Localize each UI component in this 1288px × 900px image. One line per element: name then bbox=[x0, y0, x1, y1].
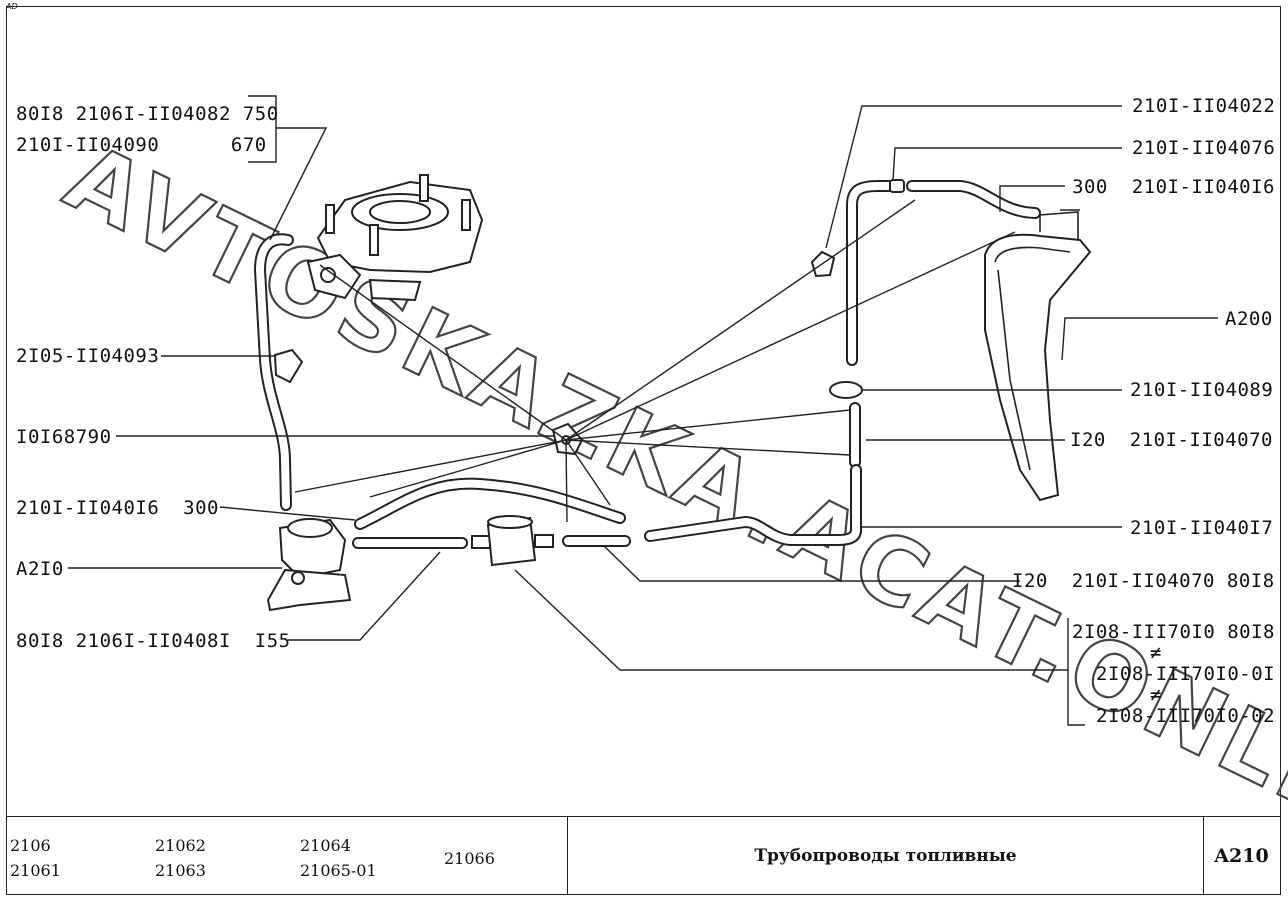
label-top-right-3: 300 210I-II040I6 bbox=[1072, 176, 1275, 198]
clamp-drawing bbox=[273, 348, 304, 384]
model-code: 21065-01 bbox=[300, 861, 377, 880]
models-cell: 2106 21061 21062 21063 21064 21065-01 21… bbox=[6, 817, 568, 894]
title-cell: Трубопроводы топливные bbox=[568, 817, 1204, 894]
pointer-arrows bbox=[294, 199, 1016, 523]
label-top-left-2: 210I-II04090 670 bbox=[16, 134, 267, 156]
label-left-hose: 210I-II040I6 300 bbox=[16, 497, 219, 519]
label-mount: I0I68790 bbox=[16, 426, 112, 448]
model-code: 2106 bbox=[10, 836, 51, 855]
label-grommet: 210I-II04089 bbox=[1130, 379, 1273, 401]
label-neq-1: ≠ bbox=[1150, 642, 1162, 664]
label-filter-2: 2I08-III70I0-0I bbox=[1096, 663, 1275, 685]
return-hose-vertical bbox=[846, 179, 1041, 366]
fuel-filter-drawing bbox=[471, 515, 554, 567]
label-top-left-1: 80I8 2106I-II04082 750 bbox=[16, 103, 279, 125]
code-cell: A210 bbox=[1204, 817, 1279, 894]
label-right-pipe: 210I-II040I7 bbox=[1130, 517, 1273, 539]
carburetor-drawing bbox=[306, 174, 484, 302]
label-tank: A200 bbox=[1225, 308, 1273, 330]
hose-pump-filter bbox=[352, 535, 631, 549]
short-hose-right bbox=[644, 402, 862, 546]
leader-lines bbox=[68, 95, 1218, 726]
grommet-drawing bbox=[829, 381, 863, 399]
title-block: 2106 21061 21062 21063 21064 21065-01 21… bbox=[6, 816, 1281, 895]
hose-carb-pump bbox=[254, 233, 294, 511]
label-top-right-2: 210I-II04076 bbox=[1132, 137, 1275, 159]
label-bottom-hose: 80I8 2106I-II0408I I55 bbox=[16, 630, 291, 652]
label-filter-1: 2I08-III70I0 80I8 bbox=[1072, 621, 1275, 643]
model-code: 21063 bbox=[155, 861, 206, 880]
label-filter-3: 2I08-III70I0-02 bbox=[1096, 705, 1275, 727]
model-code: 21061 bbox=[10, 861, 61, 880]
label-right-hose-b: I20 210I-II04070 80I8 bbox=[1012, 570, 1275, 592]
model-code: 21066 bbox=[444, 849, 495, 868]
label-pump: A2I0 bbox=[16, 558, 64, 580]
model-code: 21062 bbox=[155, 836, 206, 855]
label-right-hose-a: I20 210I-II04070 bbox=[1070, 429, 1273, 451]
label-top-right-1: 210I-II04022 bbox=[1132, 95, 1275, 117]
fuel-pump-drawing bbox=[266, 518, 352, 612]
label-neq-2: ≠ bbox=[1150, 684, 1162, 706]
fuel-tank-drawing bbox=[984, 209, 1092, 502]
section-code: A210 bbox=[1214, 844, 1269, 867]
drawing-frame bbox=[6, 6, 1281, 895]
model-code: 21064 bbox=[300, 836, 351, 855]
label-clamp: 2I05-II04093 bbox=[16, 345, 159, 367]
supply-pipe-upper bbox=[354, 477, 626, 530]
page-title: Трубопроводы топливные bbox=[754, 845, 1017, 866]
